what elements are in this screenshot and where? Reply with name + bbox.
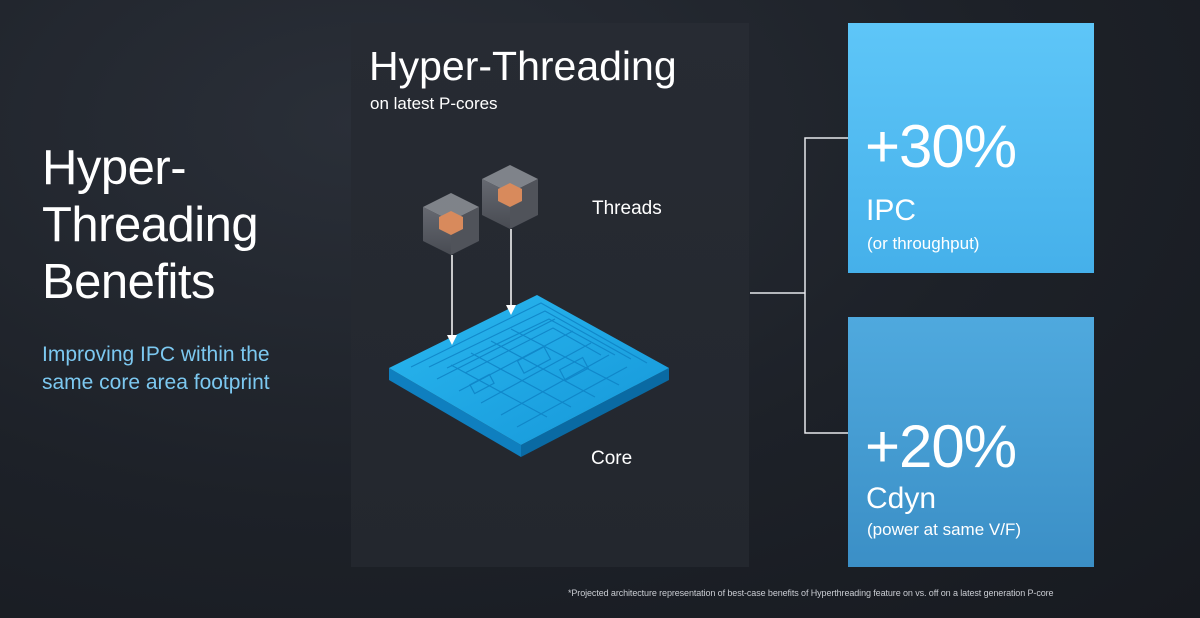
panel-subtitle: on latest P-cores	[370, 94, 498, 113]
core-chip	[389, 295, 669, 457]
stat-metric: IPC	[866, 194, 917, 227]
headline: Hyper- Threading Benefits	[42, 140, 342, 311]
hyperthreading-panel: Hyper-Threading on latest P-cores Thread…	[351, 23, 749, 567]
thread-arrows	[447, 229, 516, 345]
subtitle-line-1: Improving IPC within the	[42, 343, 270, 366]
core-illustration	[389, 165, 669, 457]
thread-cube-1	[423, 193, 479, 255]
headline-line-2: Threading	[42, 198, 259, 252]
ipc-stat-card: +30% IPC (or throughput)	[848, 23, 1094, 273]
footnote: *Projected architecture representation o…	[568, 588, 1054, 598]
stat-value: +20%	[865, 413, 1017, 480]
headline-subtitle: Improving IPC within the same core area …	[42, 341, 342, 397]
core-label: Core	[591, 448, 633, 469]
stat-note: (or throughput)	[867, 234, 980, 253]
thread-cube-2	[482, 165, 538, 229]
headline-line-3: Benefits	[42, 255, 216, 309]
cdyn-stat-card: +20% Cdyn (power at same V/F)	[848, 317, 1094, 567]
threads-label: Threads	[592, 198, 662, 219]
panel-title: Hyper-Threading	[369, 43, 677, 89]
subtitle-line-2: same core area footprint	[42, 371, 270, 394]
stat-note: (power at same V/F)	[867, 520, 1021, 539]
stat-metric: Cdyn	[866, 482, 937, 515]
stat-value: +30%	[865, 113, 1017, 180]
headline-line-1: Hyper-	[42, 141, 187, 195]
